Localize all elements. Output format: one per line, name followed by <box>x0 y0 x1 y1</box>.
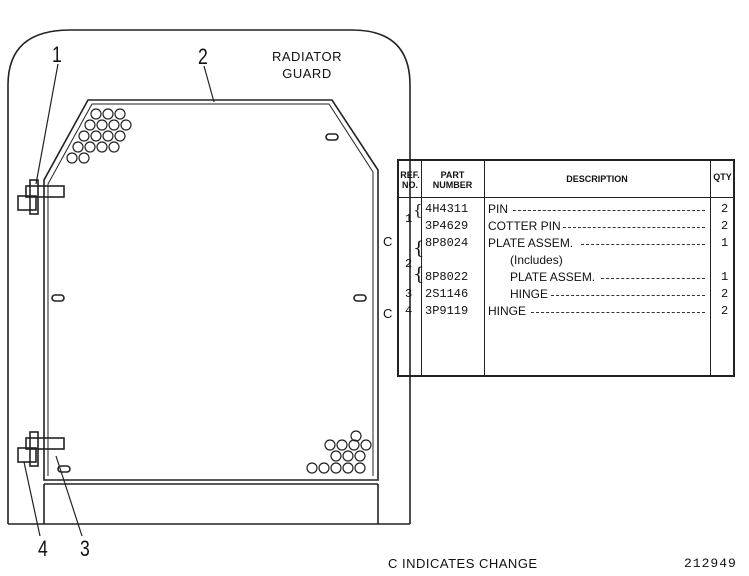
slot <box>51 294 65 302</box>
part-number: 3P9119 <box>425 304 469 318</box>
hole-pattern-bottom <box>306 430 372 474</box>
guard-plate-outline <box>43 99 379 481</box>
drawing-title: RADIATOR GUARD <box>262 48 352 82</box>
callout-1: 1 <box>52 42 62 67</box>
bottom-hinge <box>17 431 65 467</box>
part-number: 8P8022 <box>425 270 469 284</box>
parts-list-table: REF. NO. PART NUMBER DESCRIPTION QTY 1 {… <box>397 159 735 377</box>
header-part-number: PART NUMBER <box>421 170 484 190</box>
header-description: DESCRIPTION <box>566 174 628 184</box>
description: HINGE <box>488 304 527 318</box>
slot <box>57 465 71 473</box>
ref-group-1: 1 <box>405 212 413 226</box>
change-marker: C <box>383 306 393 321</box>
part-number: 8P8024 <box>425 236 469 250</box>
brace-icon: { <box>413 238 425 259</box>
ref-no: 3 <box>405 287 413 301</box>
callout-3: 3 <box>80 536 90 561</box>
top-hinge <box>17 179 65 215</box>
qty: 2 <box>721 202 729 216</box>
qty: 1 <box>721 236 729 250</box>
slot <box>325 133 339 141</box>
qty: 2 <box>721 304 729 318</box>
header-ref-line1: REF. <box>400 170 420 180</box>
description: PLATE ASSEM. <box>510 270 596 284</box>
description: PLATE ASSEM. <box>488 236 574 250</box>
header-qty: QTY <box>713 172 732 182</box>
description: HINGE <box>510 287 549 301</box>
header-ref-line2: NO. <box>401 180 418 190</box>
change-legend: C INDICATES CHANGE <box>388 556 538 571</box>
part-number: 3P4629 <box>425 219 469 233</box>
hole-pattern-top <box>66 108 132 164</box>
brace-icon: { <box>413 201 423 219</box>
title-line-2: GUARD <box>282 66 332 81</box>
description: (Includes) <box>510 253 563 267</box>
qty: 2 <box>721 287 729 301</box>
header-part-line2: NUMBER <box>432 180 473 190</box>
ref-no: 4 <box>405 304 413 318</box>
part-number: 2S1146 <box>425 287 469 301</box>
callout-2: 2 <box>198 44 208 69</box>
ref-group-2: 2 <box>405 257 413 271</box>
document-number: 212949 <box>684 556 737 571</box>
slot <box>353 294 367 302</box>
qty: 2 <box>721 219 729 233</box>
brace-icon: { <box>413 264 425 285</box>
header-part-line1: PART <box>440 170 465 180</box>
qty: 1 <box>721 270 729 284</box>
part-number: 4H4311 <box>425 202 469 216</box>
housing-outline <box>7 29 411 524</box>
callout-4: 4 <box>38 536 48 561</box>
title-line-1: RADIATOR <box>272 49 342 64</box>
change-marker: C <box>383 234 393 249</box>
header-ref-no: REF. NO. <box>399 170 421 190</box>
description: COTTER PIN <box>488 219 561 233</box>
description: PIN <box>488 202 509 216</box>
